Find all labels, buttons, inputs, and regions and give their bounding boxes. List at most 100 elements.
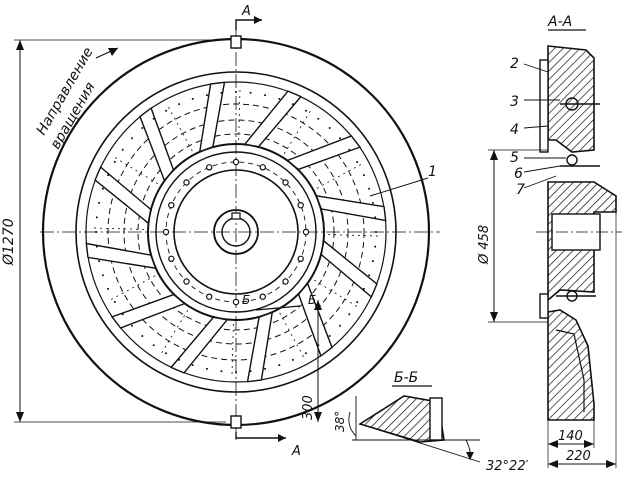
rim-dot	[374, 245, 377, 248]
hub-bolt-group	[162, 158, 310, 306]
dim-diameter-inner: Ø 458	[477, 225, 492, 265]
rim-section-upper	[547, 45, 595, 153]
rim-dot	[362, 287, 365, 290]
rim-dot	[362, 174, 365, 177]
rim-dot	[305, 109, 307, 112]
rim-dot	[205, 94, 208, 97]
section-bb-view: Б-Б 38° 32°22′	[333, 370, 529, 474]
section-aa-view: А-А 2 3 4 5 6 7	[477, 14, 622, 468]
rim-dot	[95, 216, 98, 219]
blade	[286, 135, 362, 171]
callout-7: 7	[516, 182, 525, 198]
rim-dot	[356, 301, 359, 303]
cut-mark-top: А	[241, 4, 251, 19]
rim-dot	[220, 91, 223, 94]
rim-dot	[205, 367, 208, 370]
rim-dot	[249, 91, 252, 94]
rim-dot	[348, 313, 351, 316]
rim-dot	[191, 97, 194, 100]
callout-1: 1	[428, 164, 437, 180]
blade	[85, 242, 157, 270]
rim-dot	[235, 371, 237, 373]
blade-group	[85, 81, 387, 383]
rim-dot-group	[95, 91, 377, 373]
rim-dot	[328, 127, 331, 129]
rim-dot	[113, 161, 116, 163]
blade	[110, 293, 186, 329]
rim-dot	[264, 367, 267, 370]
rim-dot	[98, 201, 101, 204]
rim-dot	[305, 352, 307, 355]
rim-dot	[178, 358, 181, 361]
hub-bolt-hole	[162, 228, 170, 236]
rim-dot	[278, 364, 281, 367]
dim-diameter-outer: Ø1270	[1, 218, 17, 266]
hub-inner	[173, 169, 299, 295]
rim-dot	[131, 324, 133, 327]
dashed-radial-line	[231, 323, 234, 378]
blade	[198, 81, 226, 153]
callout-5: 5	[510, 150, 519, 166]
rim-dot	[113, 301, 116, 303]
callout-6: 6	[514, 166, 523, 182]
rim-dot	[121, 148, 124, 151]
section-aa-title: А-А	[547, 14, 572, 30]
front-view: А А Б Б Ø1270 300 Направление вращения 1	[1, 4, 440, 459]
rim-dot	[152, 117, 155, 120]
blade	[297, 282, 333, 358]
rim-inner-edge	[75, 71, 397, 393]
dim-140: 140	[558, 429, 583, 444]
hub-bolt-hole	[297, 201, 304, 209]
section-bb-title: Б-Б	[394, 370, 418, 386]
dashed-radial-line	[90, 227, 145, 230]
hub-bolt-hole	[232, 158, 240, 166]
blade	[169, 316, 229, 374]
cut-b-right: Б	[308, 293, 316, 307]
blade	[139, 106, 175, 182]
rim-dot	[368, 274, 371, 277]
rim-dot	[249, 370, 252, 373]
rim-dot	[317, 117, 320, 120]
dashed-radial-line	[107, 275, 156, 302]
hub-bolt-hole	[205, 293, 213, 300]
rim-dot	[278, 97, 281, 100]
blade-outer-circle	[85, 81, 387, 383]
dashed-radial-line	[314, 279, 361, 309]
shaft-boss	[213, 209, 259, 255]
hub-bolt-hole	[302, 228, 310, 236]
rim-dot	[339, 137, 341, 140]
blade	[94, 165, 152, 225]
dashed-pitch-circle-mid	[123, 119, 349, 345]
hub-bolt-hole	[259, 164, 266, 171]
rim-section-lower	[547, 309, 595, 421]
hub-bolt-hole	[297, 255, 304, 262]
rim-dot	[178, 103, 181, 106]
cut-b-left: Б	[242, 293, 250, 307]
rim-dot	[371, 260, 374, 263]
rim-dot	[101, 274, 104, 277]
rim-dot	[374, 216, 377, 219]
rim-dot	[291, 358, 294, 361]
rim-dot	[101, 187, 104, 190]
rim-dot	[95, 231, 97, 233]
rim-dot	[107, 174, 110, 177]
rim-dot	[375, 231, 377, 233]
rim-dot	[264, 94, 267, 97]
rim-dot	[141, 335, 144, 337]
rim-dot	[131, 137, 133, 140]
rim-dot	[165, 352, 167, 355]
hub-bolt-hole	[282, 179, 289, 186]
dim-220: 220	[566, 449, 591, 464]
rim-dot	[371, 201, 374, 204]
rim-dot	[220, 370, 223, 373]
rim-dot	[121, 313, 124, 316]
hub-bolt-hole	[168, 201, 175, 209]
blade	[315, 194, 387, 222]
callout-3: 3	[510, 94, 519, 110]
top-lug	[230, 35, 242, 49]
hub-bolt-hole	[282, 278, 289, 285]
callout-4: 4	[510, 122, 519, 138]
rim-dot	[368, 187, 371, 190]
dashed-radial-line	[316, 162, 365, 189]
